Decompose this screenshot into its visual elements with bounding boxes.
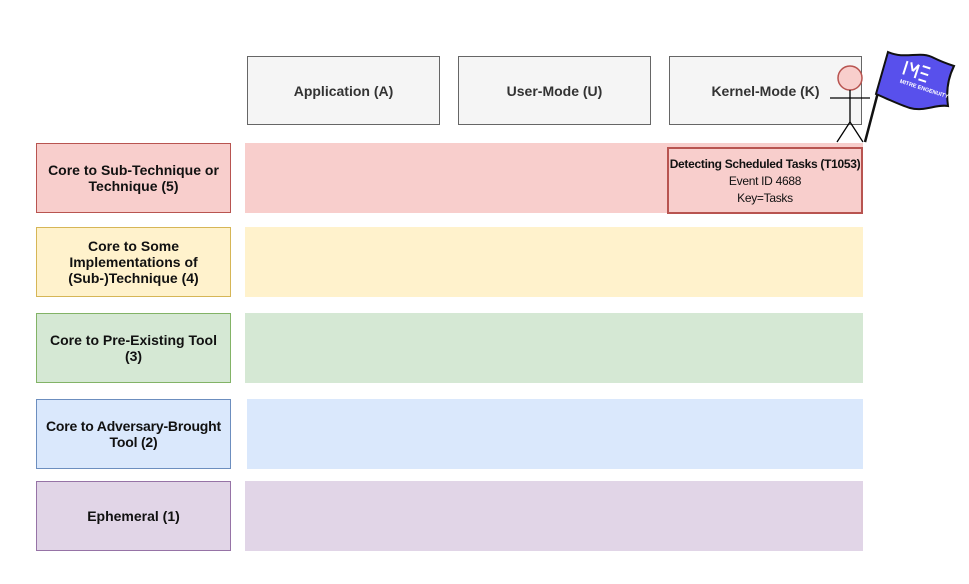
column-header-user-mode: User-Mode (U)	[458, 56, 651, 125]
event-key: Key=Tasks	[737, 191, 793, 205]
row-band-adversary-brought-tool	[247, 399, 863, 469]
column-header-application: Application (A)	[247, 56, 440, 125]
row-label-ephemeral: Ephemeral (1)	[36, 481, 231, 551]
event-id: Event ID 4688	[728, 174, 802, 188]
stick-figure-icon	[830, 65, 870, 143]
column-header-kernel-mode: Kernel-Mode (K)	[669, 56, 862, 125]
event-title: Detecting Scheduled Tasks (T1053)	[669, 157, 861, 171]
row-label-core-technique: Core to Sub-Technique or Technique (5)	[36, 143, 231, 213]
row-label-adversary-brought-tool: Core to Adversary-Brought Tool (2)	[36, 399, 231, 469]
row-band-ephemeral	[245, 481, 863, 551]
event-box-scheduled-tasks: Detecting Scheduled Tasks (T1053) Event …	[667, 147, 863, 214]
row-label-core-implementations: Core to Some Implementations of (Sub-)Te…	[36, 227, 231, 297]
row-band-pre-existing-tool	[245, 313, 863, 383]
row-label-pre-existing-tool: Core to Pre-Existing Tool (3)	[36, 313, 231, 383]
mitre-engenuity-flag-icon: MITRE ENGENUITY	[864, 50, 956, 143]
row-band-core-implementations	[245, 227, 863, 297]
